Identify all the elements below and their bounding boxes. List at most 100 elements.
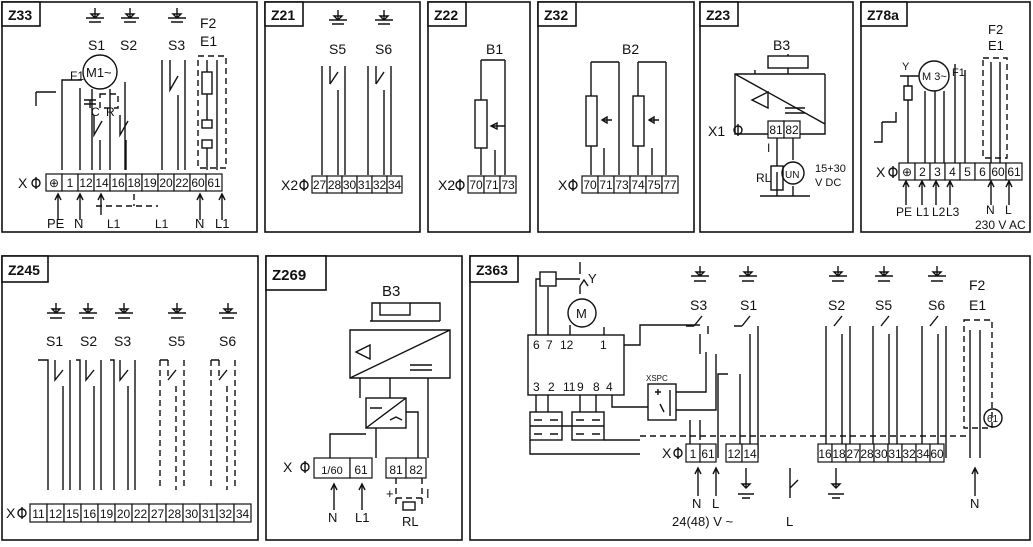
heater-label: E1 [969, 297, 986, 313]
component-label: B2 [622, 41, 639, 57]
switch-symbol-icon [121, 8, 139, 23]
supply-voltage-label: 24(48) V ~ [672, 514, 733, 529]
fuse-label: F2 [969, 277, 986, 293]
terminal-number: 12 [79, 176, 93, 190]
motor-label: M 3~ [922, 71, 947, 83]
transducer-icon [349, 302, 451, 379]
terminal-number: 14 [743, 447, 757, 461]
terminal-cell [349, 457, 373, 479]
switch-symbol-icon [168, 303, 186, 319]
panel-title: Z32 [544, 7, 568, 23]
terminal-cell [1005, 162, 1023, 181]
terminal-connector-icon [17, 507, 27, 519]
terminal-prefix: X [6, 505, 16, 521]
capacitor-label: C [91, 105, 100, 119]
valve-label: Y [588, 271, 597, 286]
switch-label: S1 [740, 297, 757, 313]
terminal-supply-label: N [74, 216, 83, 231]
panel-title-box [265, 255, 327, 291]
panel-title-box [699, 1, 739, 27]
terminal-number: 30 [185, 507, 199, 521]
switch-symbol-icon [739, 266, 757, 282]
panel-frame [1, 255, 259, 541]
terminal-supply-label: L3 [946, 205, 960, 219]
terminal-connector-icon [455, 179, 465, 191]
switch-label: S3 [690, 297, 707, 313]
fuse-label: F2 [988, 22, 1003, 37]
terminal-cell [741, 443, 759, 463]
terminal-number: 32 [373, 178, 387, 192]
terminal-number: 61 [1007, 165, 1021, 179]
terminal-prefix: X2 [438, 177, 455, 193]
module-terminal: 11 [563, 380, 576, 394]
panel-title-box [860, 1, 908, 27]
terminal-number: 28 [328, 178, 342, 192]
terminal-number: 2 [919, 165, 926, 179]
terminal-number: 73 [501, 178, 515, 192]
motor-label: M [576, 306, 587, 321]
terminal-connector-icon [300, 461, 310, 473]
terminal-supply-label: L1 [355, 510, 369, 525]
potentiometer-icon [585, 61, 620, 175]
panel-title-box [537, 1, 577, 27]
terminal-number: 81 [389, 463, 403, 477]
control-module [527, 334, 625, 396]
fuse-reference: 61 [987, 414, 999, 425]
terminal-number: 71 [485, 178, 499, 192]
panel-frame [860, 1, 1031, 233]
terminal-number: 20 [159, 176, 173, 190]
terminal-number: 27 [151, 507, 165, 521]
switch-symbol-icon [79, 303, 97, 319]
relay-module-label: XSPC [646, 374, 668, 383]
module-terminal: 2 [548, 380, 555, 394]
panel-title: Z33 [8, 7, 32, 23]
switch-symbol-icon [928, 266, 946, 282]
terminal-connector-icon [568, 179, 578, 191]
terminal-connector-icon [299, 179, 309, 191]
terminal-connector-icon [733, 124, 743, 136]
terminal-number: 30 [343, 178, 357, 192]
terminal-supply-label: L1 [916, 205, 930, 219]
terminal-prefix: X1 [708, 123, 725, 139]
transducer-icon [734, 54, 826, 135]
terminal-number: 16 [83, 507, 97, 521]
potentiometer-icon [632, 61, 667, 175]
switch-symbol-icon [86, 8, 104, 23]
terminal-cell [929, 443, 945, 463]
terminal-supply-label: L2 [932, 205, 946, 219]
terminal-supply-label: L [1005, 203, 1012, 217]
terminal-number: 34 [236, 507, 250, 521]
panel-frame [265, 255, 463, 541]
terminal-prefix: X2 [281, 177, 298, 193]
switch-label: S3 [168, 37, 185, 53]
heater-label: E1 [200, 33, 217, 49]
terminal-number: 31 [888, 447, 902, 461]
terminal-supply-label: L1 [107, 217, 121, 231]
motor-icon [567, 298, 597, 328]
terminal-number: 31 [358, 178, 372, 192]
terminal-connector-icon [888, 166, 898, 178]
terminal-number: 3 [934, 165, 941, 179]
terminal-cell [233, 503, 252, 523]
terminal-number: 6 [979, 165, 986, 179]
switch-label: S5 [329, 41, 346, 57]
current-label: I [426, 486, 430, 501]
switch-symbol-icon [47, 303, 65, 319]
switch-label: S5 [875, 297, 892, 313]
panel-frame [427, 1, 531, 233]
panel-title: Z22 [434, 7, 458, 23]
relay-module-icon [647, 383, 677, 421]
module-terminal: 8 [593, 380, 600, 394]
panel-frame [1, 1, 258, 233]
